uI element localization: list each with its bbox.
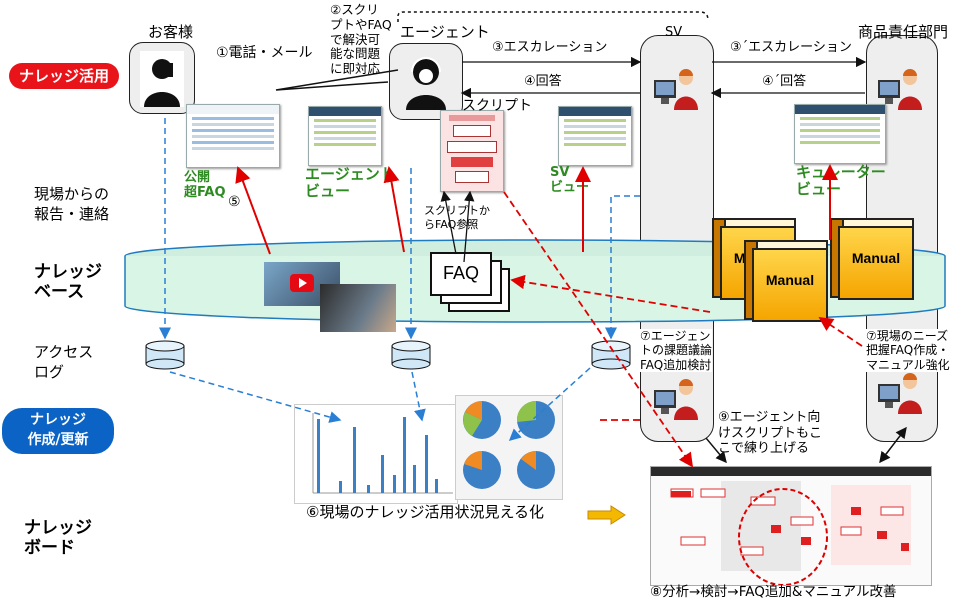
knowledge-create-label: ナレッジ 作成/更新 (27, 412, 89, 448)
knowledge-board-label: ナレッジ ボード (24, 518, 92, 559)
knowledge-create-pill: ナレッジ 作成/更新 (2, 408, 114, 454)
knowledge-board-screen (650, 466, 932, 586)
sv-person-icon (654, 69, 698, 110)
sv-person-icon-lower (654, 379, 698, 420)
access-log-db-icon-2 (391, 340, 431, 370)
access-log-db-icon-1 (145, 340, 185, 370)
public-faq-label: 公開 超FAQ (184, 170, 226, 200)
sv-label: SV (665, 25, 683, 40)
caller-silhouette-icon (140, 51, 184, 107)
access-log-label: アクセス ログ (34, 343, 94, 381)
product-dept-label: 商品責任部門 (858, 23, 949, 41)
script-ref-label: スクリプトか らFAQ参照 (424, 204, 490, 231)
agent-view-screen (308, 106, 382, 166)
product-person-icon (878, 69, 922, 110)
script-screen (440, 110, 504, 192)
sv-view-screen (558, 106, 632, 166)
manual-book-2-label: Manual (765, 272, 815, 288)
agent-box (389, 43, 463, 120)
field-report-label: 現場からの 報告・連絡 (34, 185, 110, 223)
flow-6-label: ⑥現場のナレッジ活用状況見える化 (306, 503, 544, 521)
flow-4b-label: ④´回答 (762, 74, 807, 89)
faq-card-front: FAQ (430, 252, 492, 296)
agent-view-label: エージェント ビュー (305, 165, 395, 201)
flow-1-label: ①電話・メール (216, 45, 313, 61)
manual-book-3-label: Manual (851, 250, 901, 266)
public-faq-screen (186, 104, 280, 168)
flow-3-label: ③エスカレーション (492, 40, 608, 55)
escalation-arrows (460, 56, 867, 99)
flow-4-label: ④回答 (524, 74, 562, 89)
faq-card-label: FAQ (442, 263, 479, 283)
script-label: スクリプト (462, 98, 532, 114)
flow-3b-label: ③´エスカレーション (730, 40, 852, 55)
flow-5-label: ⑤ (228, 194, 241, 210)
sv-view-label: SV ビュー (550, 165, 590, 195)
manual-book-3: Manual (830, 218, 914, 300)
knowledge-base-label: ナレッジ ベース (34, 262, 102, 303)
flow-9-label: ⑨エージェント向 けスクリプトもこ こで練り上げる (718, 410, 823, 457)
manual-book-2: Manual (744, 240, 828, 322)
agent-label: エージェント (400, 23, 490, 41)
agent-headset-icon (406, 57, 446, 110)
speech-bubble-outline (275, 11, 709, 91)
curator-view-screen (794, 104, 886, 164)
yellow-right-arrow-icon (587, 505, 626, 525)
flow-7b-label: ⑦現場のニーズ 把握FAQ作成・ マニュアル強化 (866, 329, 950, 373)
flow-7a-label: ⑦エージェン トの課題議論 FAQ追加検討 (640, 329, 713, 373)
customer-label: お客様 (148, 23, 194, 41)
play-button-icon (290, 274, 314, 292)
flow-8-label: ⑧分析→検討→FAQ追加&マニュアル改善 (650, 584, 897, 600)
access-log-db-icon-3 (591, 340, 631, 370)
product-person-icon-lower (878, 373, 922, 414)
usage-pie-charts (455, 395, 563, 500)
flow-2-label: ②スクリ プトやFAQ で解決可 能な問題 に即対応 (330, 2, 392, 76)
customer-box (129, 42, 195, 114)
knowledge-use-label: ナレッジ活用 (18, 67, 109, 85)
video-thumbnail-hands (320, 284, 396, 332)
knowledge-use-pill: ナレッジ活用 (9, 63, 119, 89)
